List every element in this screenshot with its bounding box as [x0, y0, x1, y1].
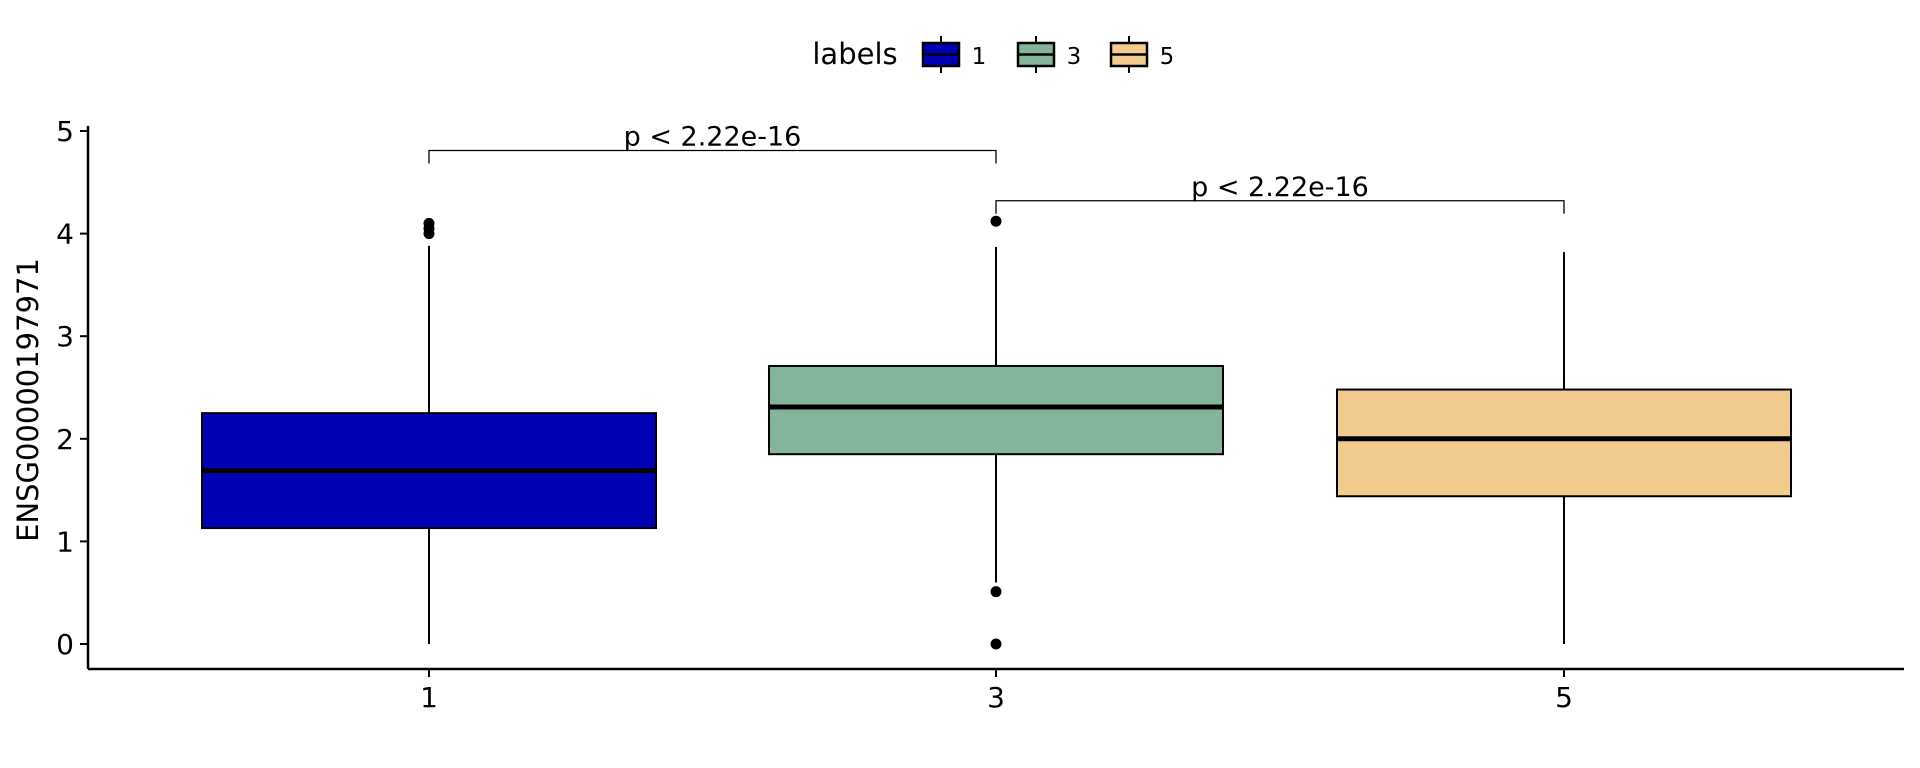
box-group-5: [1336, 252, 1792, 644]
legend: labels 1 3 5: [812, 36, 1174, 73]
bracket-line: [995, 200, 1565, 214]
legend-label: 5: [1160, 44, 1175, 70]
significance-bracket: p < 2.22e-16: [995, 172, 1565, 214]
y-tick-label: 0: [56, 628, 74, 661]
plot-area: p < 2.22e-16 p < 2.22e-16: [201, 121, 1792, 650]
outlier-point: [990, 586, 1002, 598]
outlier-point: [990, 638, 1002, 650]
legend-label: 3: [1067, 44, 1082, 70]
outlier-point: [423, 217, 435, 229]
x-tick-label: 5: [1555, 681, 1573, 714]
axes: 0 1 2 3 4 5 1 3 5: [56, 115, 1904, 714]
y-tick-label: 3: [56, 320, 74, 353]
box-group-1: [201, 217, 657, 644]
y-tick-label: 5: [56, 115, 74, 148]
y-tick-label: 2: [56, 423, 74, 456]
x-tick-label: 1: [420, 681, 438, 714]
y-tick-label: 4: [56, 218, 74, 251]
legend-title: labels: [812, 37, 897, 71]
legend-entry-5: 5: [1109, 36, 1175, 73]
outlier-point: [990, 215, 1002, 227]
legend-entry-3: 3: [1016, 36, 1082, 73]
box: [768, 364, 1224, 456]
x-tick-label: 3: [987, 681, 1005, 714]
box: [1336, 388, 1792, 498]
box-group-3: [768, 215, 1224, 650]
legend-label: 1: [972, 44, 987, 70]
p-value-label: p < 2.22e-16: [624, 121, 802, 152]
y-tick-label: 1: [56, 525, 74, 558]
legend-entry-1: 1: [921, 36, 987, 73]
p-value-label: p < 2.22e-16: [1191, 172, 1369, 203]
bracket-line: [428, 149, 997, 164]
y-axis-label: ENSG00000197971: [11, 258, 45, 542]
significance-bracket: p < 2.22e-16: [428, 121, 997, 164]
